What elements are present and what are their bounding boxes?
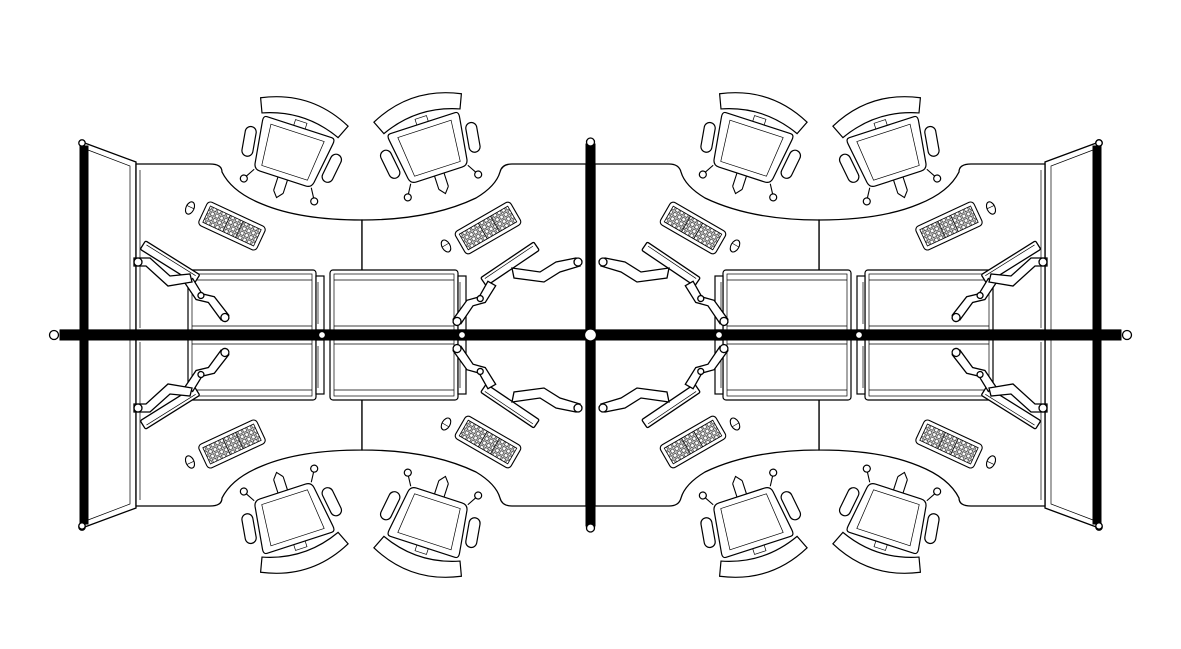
quadrant-lower-left — [79, 334, 586, 588]
quadrant-upper-right — [595, 82, 1102, 336]
panel-spine-vertical — [583, 137, 598, 533]
post — [78, 139, 1103, 530]
quadrant-lower-right — [595, 334, 1102, 588]
quadrant-upper-left — [79, 82, 586, 336]
